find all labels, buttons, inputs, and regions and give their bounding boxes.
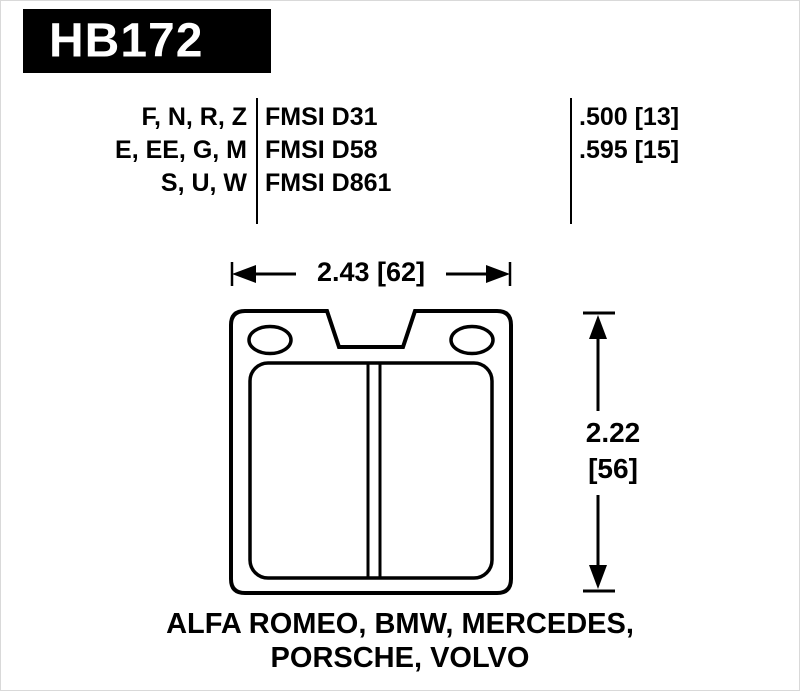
- friction-surface-outline: [248, 361, 494, 580]
- fmsi-number-row-1: FMSI D31: [265, 103, 378, 131]
- width-dimension-label: 2.43 [62]: [296, 257, 446, 288]
- table-divider-right: [570, 98, 572, 224]
- fmsi-number-row-3: FMSI D861: [265, 169, 392, 197]
- table-divider-left: [256, 98, 258, 224]
- height-dimension-label-inches: 2.22: [569, 417, 657, 449]
- part-number-badge: HB172: [23, 9, 271, 73]
- height-dimension-arrow: [583, 311, 615, 593]
- applications-line-2: PORSCHE, VOLVO: [270, 642, 530, 674]
- pad-mounting-holes: [247, 324, 495, 356]
- brake-pad-outline: [229, 309, 513, 595]
- compound-codes-row-3: S, U, W: [160, 169, 247, 197]
- compound-codes-row-2: E, EE, G, M: [115, 136, 247, 164]
- thickness-row-2: .595 [15]: [579, 136, 680, 164]
- thickness-row-1: .500 [13]: [579, 103, 680, 131]
- part-number: HB172: [49, 14, 204, 68]
- height-dimension-label-mm: [56]: [569, 453, 657, 485]
- center-slot-lines: [366, 364, 382, 577]
- applications-line-1: ALFA ROMEO, BMW, MERCEDES,: [166, 608, 634, 640]
- compound-codes-row-1: F, N, R, Z: [141, 103, 247, 131]
- fmsi-number-row-2: FMSI D58: [265, 136, 378, 164]
